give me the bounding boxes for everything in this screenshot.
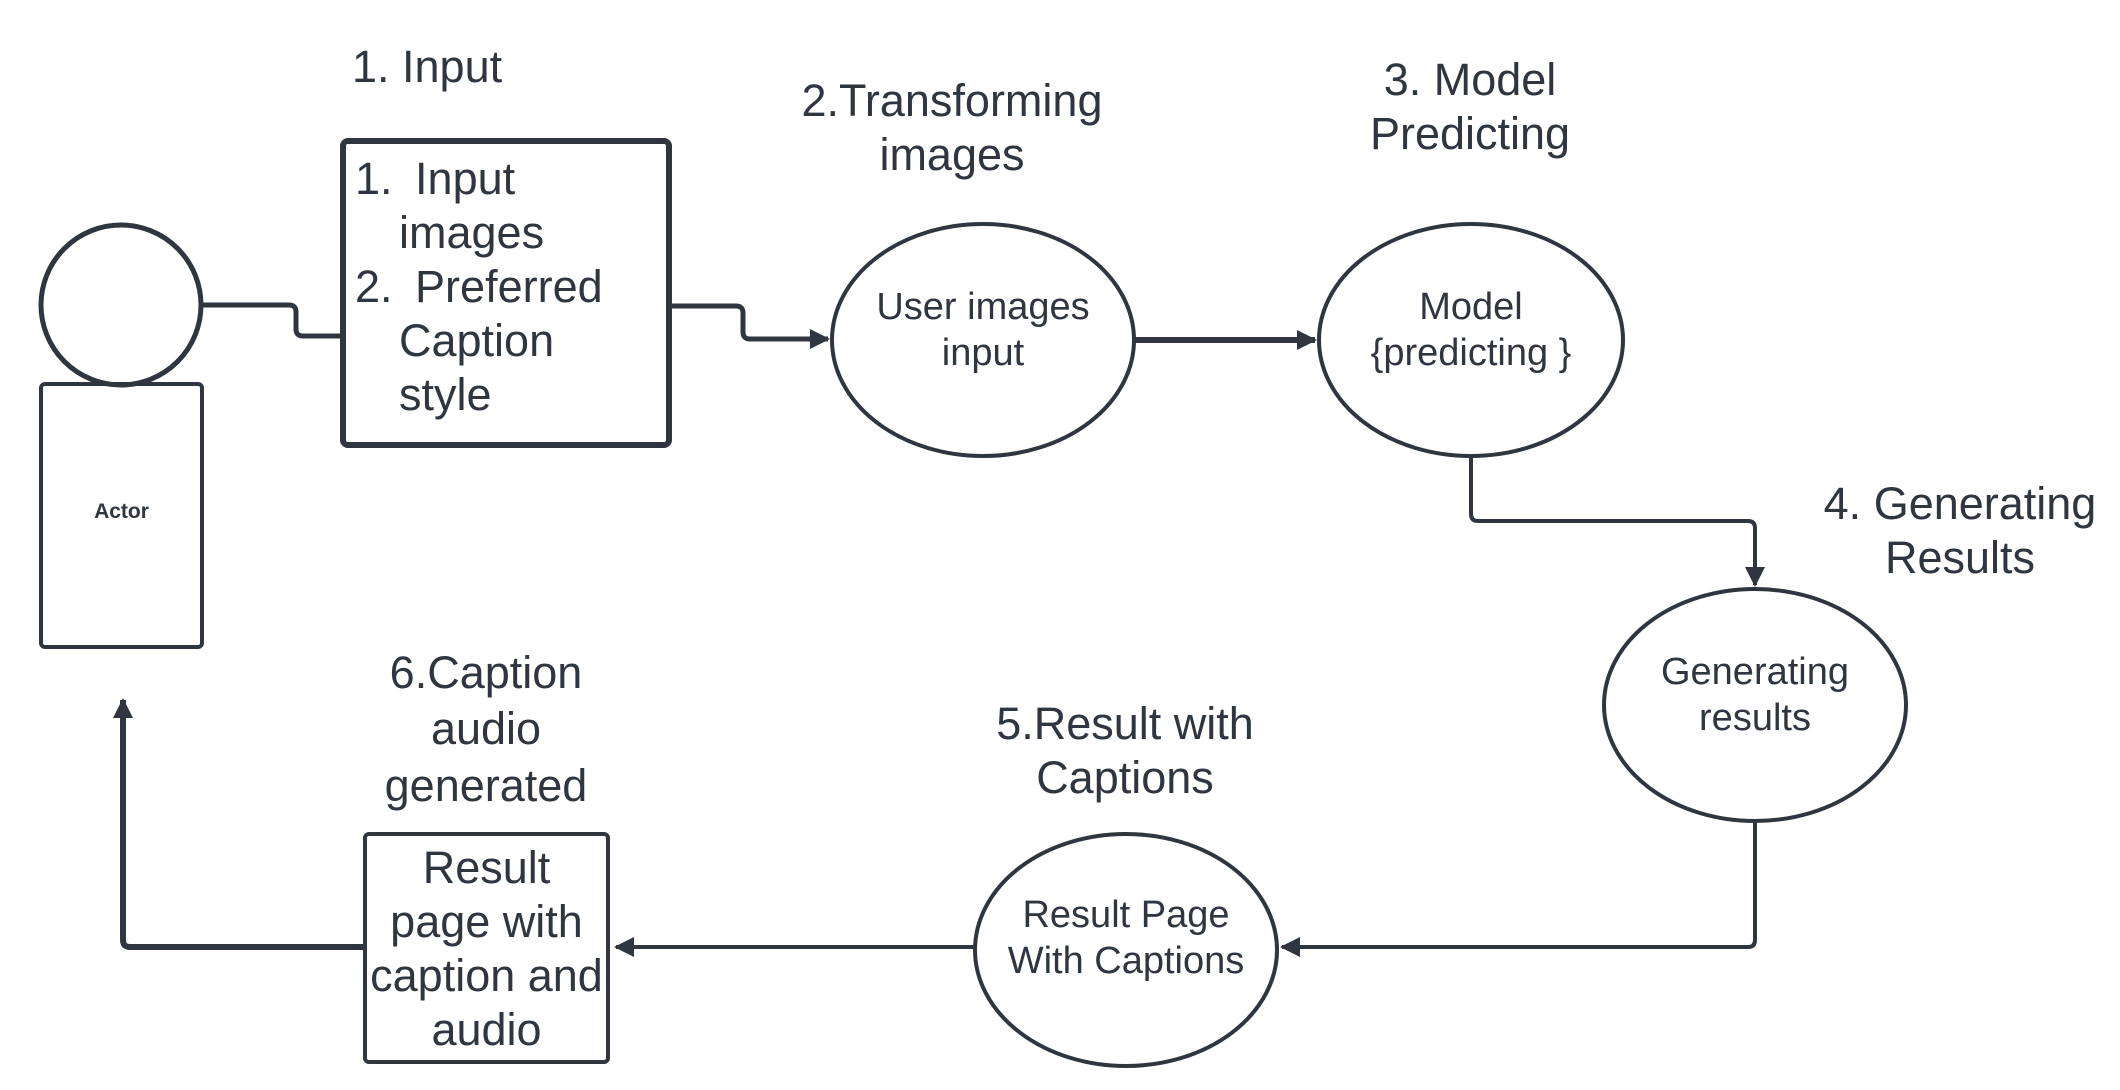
user-images-node-label: User images input [876,286,1090,374]
step-title-result: 5.Result with Captions [996,698,1254,803]
arrow-generating-to-result-page [1280,821,1757,957]
input-box-item-text: Caption [399,315,555,366]
arrow-input-to-user-images [669,303,830,349]
result-page-node-label: Result Page With Captions [1007,894,1245,982]
input-box [340,138,672,448]
actor-head [38,222,204,388]
model-node-label: Model {predicting } [1370,286,1572,374]
input-box-item-text: Input [415,153,516,204]
input-box-list: 1. Input images 2. Preferred Caption sty… [355,152,655,422]
input-box-item-text: Preferred [415,261,603,312]
arrow-model-to-generating [1469,456,1765,587]
result-output-box-label: Result page with caption and audio [370,842,603,1055]
input-box-item-text: images [399,207,545,258]
input-box-item-caption-style: 2. Preferred Caption style [355,260,655,422]
step-title-caption-audio: 6.Caption audio generated [384,647,588,811]
step-title-input: 1. Input [352,41,503,92]
step-title-generating: 4. Generating Results [1823,478,2097,583]
input-box-item-text: style [399,369,492,420]
connector-actor-to-input [202,302,343,339]
step-title-model: 3. Model Predicting [1369,54,1571,159]
generating-results-node-label: Generating results [1660,651,1849,739]
step-title-transforming: 2.Transforming images [801,75,1103,180]
input-box-item-number: 2. [355,261,393,312]
result-page-node [973,832,1279,1068]
input-box-item-number: 1. [355,153,393,204]
input-box-item-images: 1. Input images [355,152,655,260]
arrow-output-to-actor [113,698,365,950]
actor-body [39,382,204,649]
person-actor-icon [38,222,204,649]
actor-label: Actor [94,500,149,523]
